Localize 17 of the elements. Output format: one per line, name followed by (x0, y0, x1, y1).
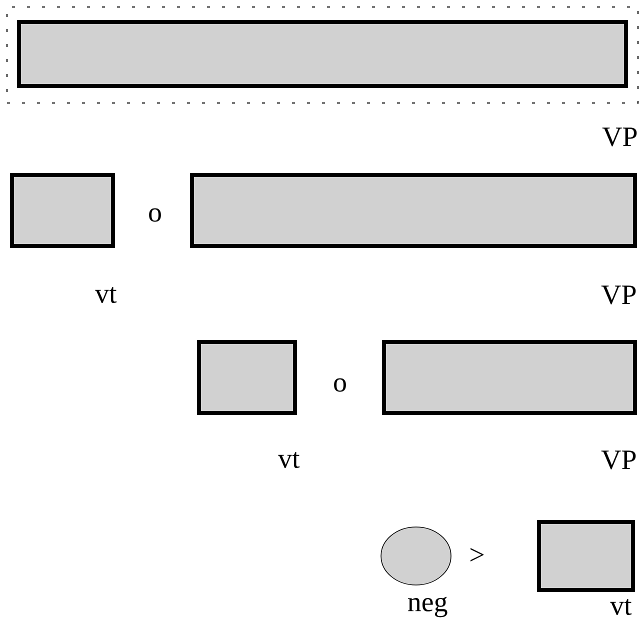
node-caption: neg (408, 596, 448, 618)
node-caption: vt (95, 286, 117, 303)
node-caption: VP (602, 128, 637, 146)
node-caption: vt (610, 598, 632, 615)
operator-symbol: > (470, 548, 484, 562)
dotted-bar (190, 173, 637, 248)
operator-symbol: o (149, 208, 161, 222)
operator-symbol: o (334, 378, 346, 392)
dotted-bar (382, 340, 637, 415)
node-caption: VP (601, 286, 636, 304)
node-caption: vt (278, 452, 300, 468)
dotted-bar (17, 20, 628, 88)
node-caption: VP (601, 450, 636, 470)
dotted-box (537, 520, 635, 592)
dotted-ellipse (380, 526, 452, 586)
dotted-box (197, 340, 297, 415)
dotted-box (10, 173, 115, 248)
